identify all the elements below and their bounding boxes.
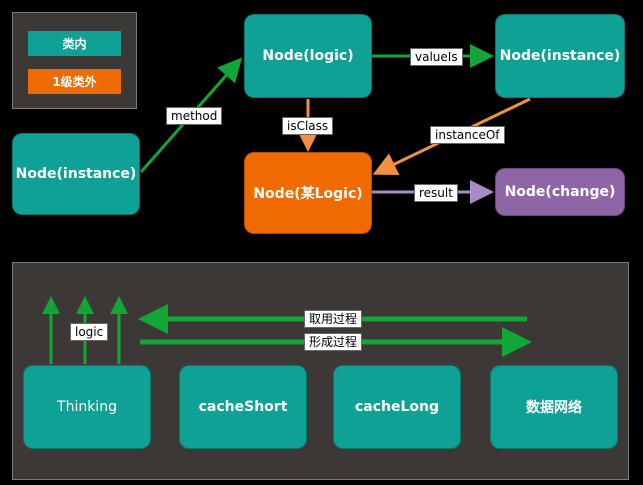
node-logic: Node(logic) [244, 14, 372, 98]
node-cache-long: cacheLong [333, 365, 461, 449]
label-logic: logic [70, 323, 109, 341]
node-instance-right: Node(instance) [495, 14, 625, 98]
node-instance-left: Node(instance) [12, 133, 140, 215]
label-form-process: 形成过程 [304, 333, 363, 351]
node-change: Node(change) [495, 168, 625, 216]
edge-label-result: result [414, 184, 458, 202]
node-thinking: Thinking [23, 365, 151, 449]
node-data-network: 数据网络 [490, 365, 618, 449]
legend-outer-class: 1级类外 [28, 69, 121, 94]
edge-label-instanceof: instanceOf [430, 126, 505, 144]
node-cache-short: cacheShort [179, 365, 307, 449]
node-some-logic: Node(某Logic) [244, 152, 372, 234]
edge-label-isclass: isClass [282, 117, 334, 135]
edge-label-method: method [166, 107, 223, 125]
legend-inner-class: 类内 [28, 31, 121, 56]
edge-label-valueis: valueIs [410, 48, 463, 66]
label-fetch-process: 取用过程 [304, 310, 363, 328]
